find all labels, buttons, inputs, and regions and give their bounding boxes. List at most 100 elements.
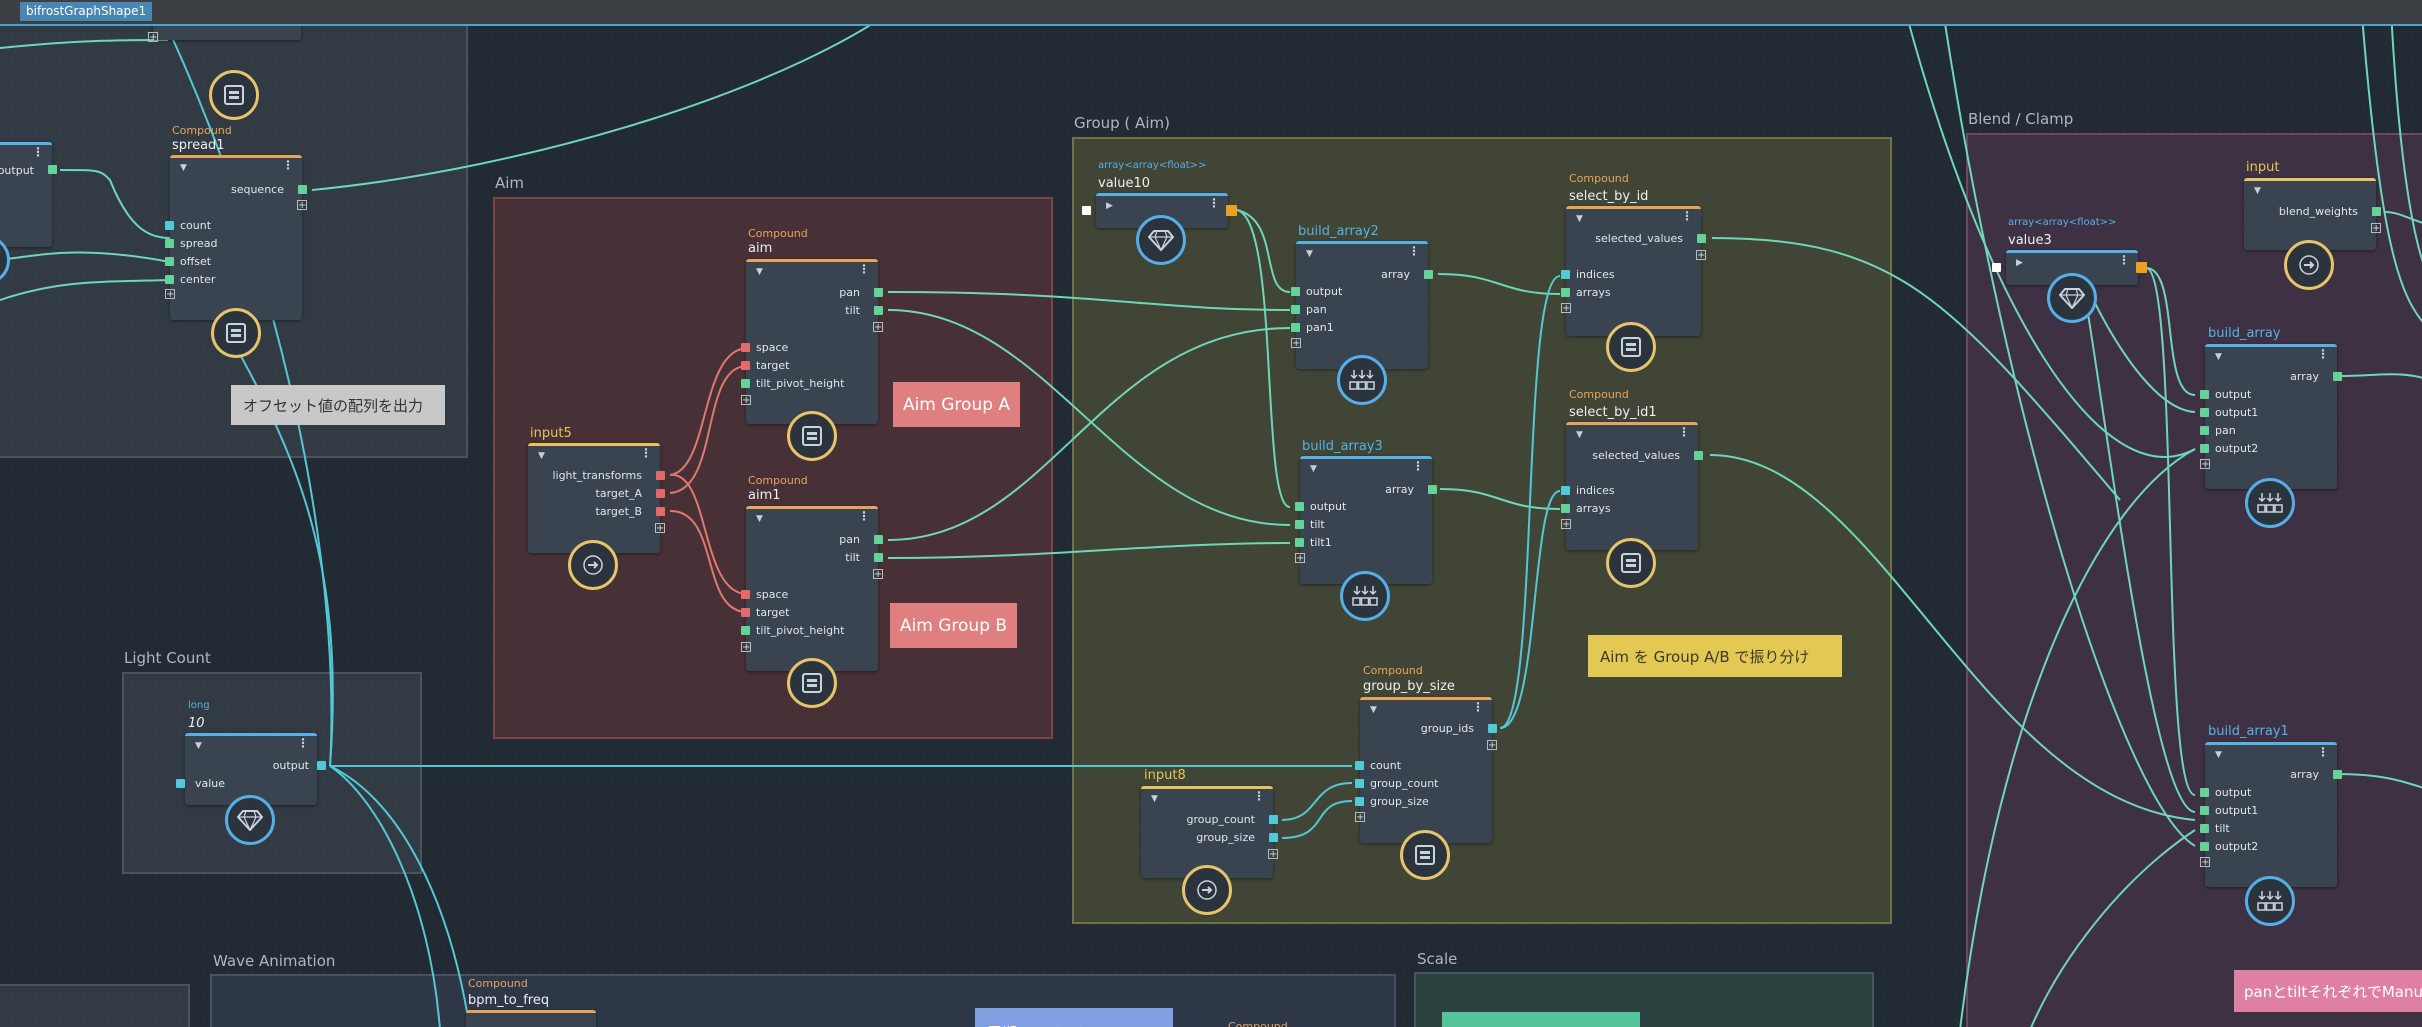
- input-pin[interactable]: [741, 590, 750, 599]
- node-title[interactable]: select_by_id1: [1569, 405, 1657, 420]
- node-title[interactable]: build_array3: [1302, 439, 1383, 454]
- node-title[interactable]: aim1: [748, 488, 781, 503]
- node-aim1[interactable]: ▼ ⋮ pan tilt + space target tilt_pivot_h…: [741, 506, 883, 671]
- node-menu-icon[interactable]: ⋮: [2118, 253, 2130, 267]
- collapse-toggle-icon[interactable]: ▼: [1370, 705, 1377, 715]
- input-pin[interactable]: [2200, 842, 2209, 851]
- node-input5[interactable]: ▼ ⋮ light_transforms target_A target_B +: [528, 443, 665, 553]
- input-pin[interactable]: [2200, 408, 2209, 417]
- node-build-array2[interactable]: ▼ ⋮ array output pan pan1 +: [1291, 241, 1433, 369]
- input-arrow-icon[interactable]: [2284, 240, 2334, 290]
- node-menu-icon[interactable]: ⋮: [282, 158, 294, 172]
- value-gem-icon[interactable]: [2047, 273, 2097, 323]
- output-pin[interactable]: [2333, 372, 2342, 381]
- sticky-note-scale[interactable]: [1442, 1012, 1640, 1027]
- output-pin[interactable]: [1269, 815, 1278, 824]
- output-pin[interactable]: [874, 553, 883, 562]
- input-arrow-icon[interactable]: [568, 540, 618, 590]
- collapse-toggle-icon[interactable]: ▼: [1310, 464, 1317, 474]
- collapse-toggle-icon[interactable]: ▼: [2254, 186, 2261, 196]
- build-array-icon[interactable]: [1340, 571, 1390, 621]
- node-menu-icon[interactable]: ⋮: [858, 262, 870, 276]
- node-title[interactable]: build_array2: [1298, 224, 1379, 239]
- node-menu-icon[interactable]: ⋮: [32, 145, 44, 159]
- output-pin[interactable]: [1226, 205, 1237, 216]
- input-pin[interactable]: [165, 239, 174, 248]
- add-port-button[interactable]: +: [165, 289, 175, 300]
- output-pin[interactable]: [1424, 270, 1433, 279]
- compound-node-icon[interactable]: [209, 70, 259, 120]
- sticky-note-aim-ab[interactable]: Aim を Group A/B で振り分け: [1588, 635, 1842, 677]
- build-array-icon[interactable]: [1337, 355, 1387, 405]
- node-long-10[interactable]: ▼ ⋮ output value: [176, 733, 326, 805]
- compound-node-icon[interactable]: [1400, 830, 1450, 880]
- collapse-toggle-icon[interactable]: ▶: [2016, 258, 2023, 268]
- node-select-by-id[interactable]: ▼ ⋮ selected_values + indices arrays +: [1561, 206, 1706, 336]
- backdrop-wave-animation[interactable]: [210, 974, 1396, 1027]
- input-pin[interactable]: [1355, 797, 1364, 806]
- input-pin[interactable]: [1295, 502, 1304, 511]
- input-pin[interactable]: [2200, 444, 2209, 453]
- backdrop-light-count[interactable]: [122, 672, 422, 874]
- add-port-button[interactable]: +: [655, 523, 665, 534]
- node-menu-icon[interactable]: ⋮: [1253, 789, 1265, 803]
- node-bpm-to-freq[interactable]: [466, 1010, 596, 1027]
- output-pin[interactable]: [656, 507, 665, 516]
- output-pin[interactable]: [1428, 485, 1437, 494]
- sticky-note-aim-group-a[interactable]: Aim Group A: [893, 382, 1020, 427]
- input-pin[interactable]: [165, 221, 174, 230]
- node-title[interactable]: input5: [530, 426, 572, 441]
- add-port-button[interactable]: +: [1696, 250, 1706, 261]
- output-pin[interactable]: [1269, 833, 1278, 842]
- sticky-note-pan-tilt[interactable]: panとtiltそれぞれでManual, A: [2234, 970, 2422, 1012]
- input-pin[interactable]: [1082, 206, 1091, 215]
- input-pin[interactable]: [1295, 538, 1304, 547]
- node-menu-icon[interactable]: ⋮: [858, 509, 870, 523]
- node-output-left[interactable]: ⋮ output: [0, 142, 57, 247]
- compound-node-icon[interactable]: [1606, 322, 1656, 372]
- output-pin[interactable]: [874, 288, 883, 297]
- node-menu-icon[interactable]: ⋮: [1472, 700, 1484, 714]
- add-port-button[interactable]: +: [741, 642, 751, 653]
- collapse-toggle-icon[interactable]: ▼: [2215, 352, 2222, 362]
- value-gem-icon[interactable]: [1136, 215, 1186, 265]
- output-pin[interactable]: [656, 471, 665, 480]
- add-port-button[interactable]: +: [873, 322, 883, 333]
- node-aim[interactable]: ▼ ⋮ pan tilt + space target tilt_pivot_h…: [741, 259, 883, 424]
- output-pin[interactable]: [1488, 724, 1497, 733]
- node-menu-icon[interactable]: ⋮: [2317, 745, 2329, 759]
- input-pin[interactable]: [2200, 806, 2209, 815]
- backdrop-bottom-left[interactable]: [0, 984, 190, 1027]
- input-arrow-icon[interactable]: [1182, 865, 1232, 915]
- node-menu-icon[interactable]: ⋮: [1208, 196, 1220, 210]
- collapse-toggle-icon[interactable]: ▼: [180, 163, 187, 173]
- compound-node-icon[interactable]: [1606, 538, 1656, 588]
- node-title[interactable]: spread1: [172, 138, 225, 153]
- output-pin[interactable]: [874, 306, 883, 315]
- input-pin[interactable]: [1561, 288, 1570, 297]
- node-title[interactable]: aim: [748, 241, 773, 256]
- input-pin[interactable]: [2200, 824, 2209, 833]
- node-menu-icon[interactable]: ⋮: [1408, 244, 1420, 258]
- input-pin[interactable]: [1355, 779, 1364, 788]
- output-pin[interactable]: [874, 535, 883, 544]
- collapse-toggle-icon[interactable]: ▼: [538, 451, 545, 461]
- output-pin[interactable]: [2372, 207, 2381, 216]
- input-pin[interactable]: [2200, 390, 2209, 399]
- input-pin[interactable]: [741, 379, 750, 388]
- input-pin[interactable]: [1355, 761, 1364, 770]
- output-pin[interactable]: [656, 489, 665, 498]
- input-pin[interactable]: [1561, 270, 1570, 279]
- add-port-button[interactable]: +: [2371, 223, 2381, 234]
- collapse-toggle-icon[interactable]: ▶: [1106, 201, 1113, 211]
- output-pin[interactable]: [1694, 451, 1703, 460]
- add-port-button[interactable]: +: [2200, 857, 2210, 868]
- add-port-button[interactable]: +: [1268, 849, 1278, 860]
- output-pin[interactable]: [317, 761, 326, 770]
- node-group-by-size[interactable]: ▼ ⋮ group_ids + count group_count group_…: [1355, 697, 1497, 843]
- add-port-button[interactable]: +: [1561, 519, 1571, 530]
- collapse-toggle-icon[interactable]: ▼: [756, 514, 763, 524]
- node-title[interactable]: input8: [1144, 768, 1186, 783]
- compound-node-icon[interactable]: [787, 411, 837, 461]
